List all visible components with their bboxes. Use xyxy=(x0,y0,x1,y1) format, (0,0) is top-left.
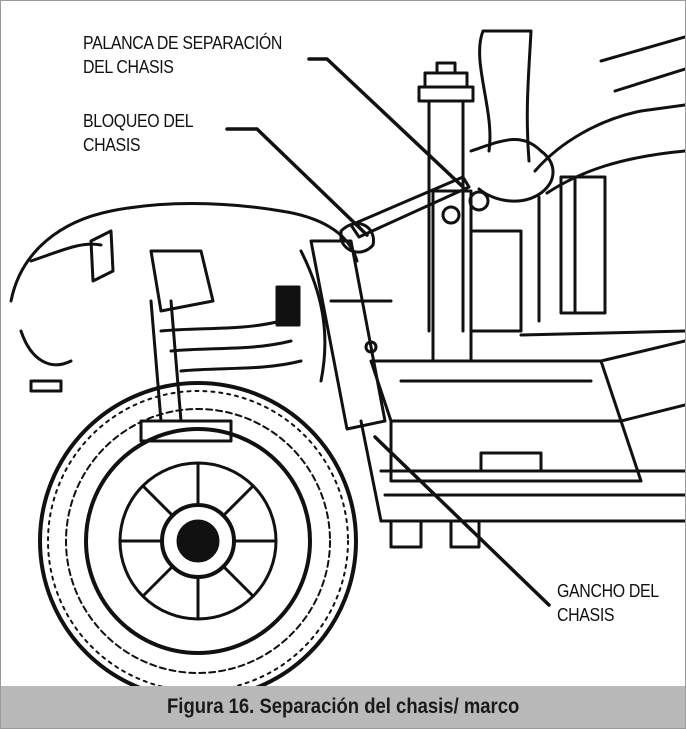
callout-chassis-hook-line1: GANCHO DEL xyxy=(557,580,659,601)
callout-chassis-lock: BLOQUEO DEL CHASIS xyxy=(83,109,194,157)
callout-chassis-lock-line2: CHASIS xyxy=(83,134,141,155)
scooter-chassis-illustration xyxy=(9,29,685,686)
seat-post xyxy=(417,61,475,333)
callout-separation-lever-line1: PALANCA DE SEPARACIÓN xyxy=(83,32,283,53)
separation-lever xyxy=(339,175,471,254)
callout-separation-lever: PALANCA DE SEPARACIÓN DEL CHASIS xyxy=(83,31,282,79)
chassis-plate xyxy=(431,189,523,363)
figure-caption: Figura 16. Separación del chasis/ marco xyxy=(166,695,520,718)
callout-separation-lever-line2: DEL CHASIS xyxy=(83,56,174,77)
callout-chassis-hook-line2: CHASIS xyxy=(557,604,615,625)
front-shroud xyxy=(9,202,393,523)
front-wheel xyxy=(38,381,358,686)
callout-chassis-hook: GANCHO DEL CHASIS xyxy=(557,579,659,627)
upper-frame xyxy=(469,29,685,323)
figure-caption-bar: Figura 16. Separación del chasis/ marco xyxy=(1,686,685,728)
lower-frame xyxy=(369,329,685,549)
callout-leaders xyxy=(225,57,551,607)
callout-chassis-lock-line1: BLOQUEO DEL xyxy=(83,110,194,131)
